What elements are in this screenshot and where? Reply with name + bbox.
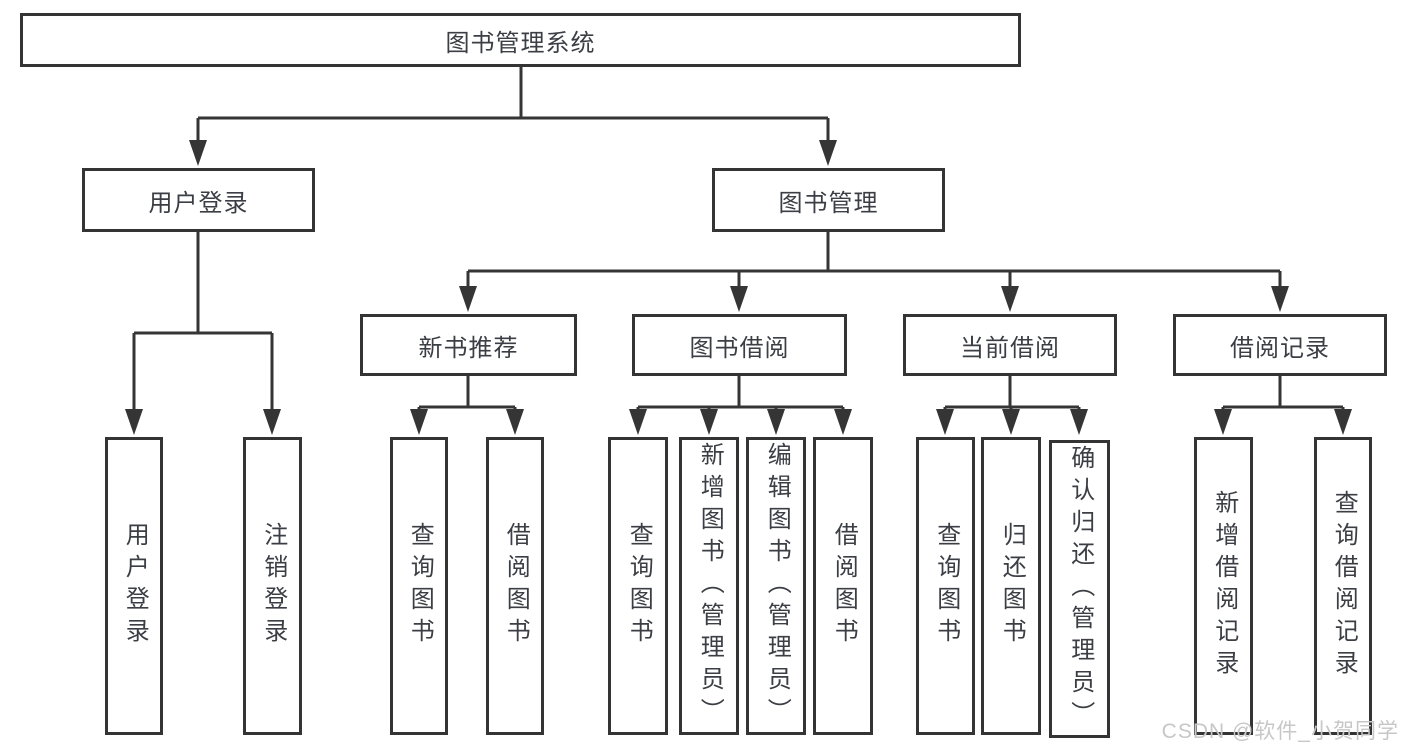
leaf-current-query-books-label: 查询图书: [932, 522, 960, 650]
arrowhead-icon-5-0: [936, 409, 954, 435]
leaf-current-confirm-return-admin: 确认归还（管理员）: [1049, 440, 1110, 738]
arrowhead-icon-6-0: [1214, 409, 1232, 435]
leaf-current-return-books: 归还图书: [981, 437, 1041, 735]
leaf-records-add-record: 新增借阅记录: [1194, 437, 1253, 735]
node-book-borrowing: 图书借阅: [632, 314, 847, 376]
arrowhead-icon-1-1: [263, 409, 281, 435]
arrowhead-icon-1-0: [125, 409, 143, 435]
connector-line-3: [417, 376, 517, 411]
arrowhead-icon-2-2: [1001, 286, 1019, 312]
arrowhead-icon-0-1: [819, 140, 837, 166]
arrowhead-icon-4-3: [834, 409, 852, 435]
arrowhead-icon-4-1: [700, 409, 718, 435]
leaf-borrowmgmt-borrow-books-label: 借阅图书: [830, 522, 858, 650]
arrowhead-icon-6-1: [1334, 409, 1352, 435]
leaf-current-return-books-label: 归还图书: [998, 522, 1026, 650]
connector-line-1: [132, 232, 274, 411]
leaf-borrowmgmt-edit-books-admin-label: 编辑图书（管理员）: [763, 442, 791, 730]
connector-line-0: [196, 66, 830, 142]
arrowhead-icon-2-3: [1271, 286, 1289, 312]
leaf-borrowmgmt-query-books-label: 查询图书: [625, 522, 653, 650]
arrowhead-icon-3-0: [410, 409, 428, 435]
connector-line-2: [466, 232, 1282, 288]
leaf-current-query-books: 查询图书: [916, 437, 975, 735]
arrowhead-icon-2-0: [459, 286, 477, 312]
node-library-system-label: 图书管理系统: [445, 29, 596, 57]
arrowhead-icon-4-2: [767, 409, 785, 435]
leaf-records-add-record-label: 新增借阅记录: [1210, 490, 1238, 682]
leaf-current-confirm-return-admin-label: 确认归还（管理员）: [1066, 445, 1094, 733]
node-new-book-recommend-label: 新书推荐: [418, 334, 519, 362]
node-user-login-label: 用户登录: [148, 189, 249, 217]
arrowhead-icon-5-2: [1070, 409, 1088, 435]
connector-line-5: [943, 376, 1081, 411]
leaf-newbook-borrow-books: 借阅图书: [486, 437, 544, 735]
arrowhead-icon-0-0: [189, 140, 207, 166]
leaf-logout-label: 注销登录: [259, 522, 287, 650]
leaf-newbook-borrow-books-label: 借阅图书: [502, 522, 530, 650]
node-book-management: 图书管理: [712, 168, 945, 232]
arrowhead-icon-2-1: [730, 286, 748, 312]
leaf-records-query-record: 查询借阅记录: [1314, 437, 1372, 735]
leaf-borrowmgmt-add-books-admin: 新增图书（管理员）: [679, 437, 739, 735]
node-user-login: 用户登录: [82, 168, 315, 232]
leaf-user-login: 用户登录: [105, 437, 163, 735]
leaf-borrowmgmt-query-books: 查询图书: [608, 437, 668, 735]
leaf-newbook-query-books: 查询图书: [390, 437, 448, 735]
leaf-borrowmgmt-add-books-admin-label: 新增图书（管理员）: [696, 442, 724, 730]
connector-line-4: [636, 376, 845, 411]
node-book-borrowing-label: 图书借阅: [689, 334, 790, 362]
connector-line-6: [1221, 376, 1345, 411]
node-borrow-records: 借阅记录: [1173, 314, 1387, 376]
node-library-system: 图书管理系统: [20, 13, 1021, 67]
node-new-book-recommend: 新书推荐: [360, 314, 577, 376]
leaf-borrowmgmt-borrow-books: 借阅图书: [813, 437, 873, 735]
leaf-user-login-label: 用户登录: [121, 522, 149, 650]
leaf-records-query-record-label: 查询借阅记录: [1330, 490, 1358, 682]
arrowhead-icon-4-0: [629, 409, 647, 435]
arrowhead-icon-5-1: [1002, 409, 1020, 435]
node-borrow-records-label: 借阅记录: [1230, 334, 1330, 362]
leaf-borrowmgmt-edit-books-admin: 编辑图书（管理员）: [746, 437, 806, 735]
node-current-borrowing: 当前借阅: [903, 314, 1117, 376]
arrowhead-icon-3-1: [506, 409, 524, 435]
leaf-newbook-query-books-label: 查询图书: [406, 522, 434, 650]
node-current-borrowing-label: 当前借阅: [960, 334, 1060, 362]
node-book-management-label: 图书管理: [778, 189, 879, 217]
leaf-logout: 注销登录: [243, 437, 302, 735]
